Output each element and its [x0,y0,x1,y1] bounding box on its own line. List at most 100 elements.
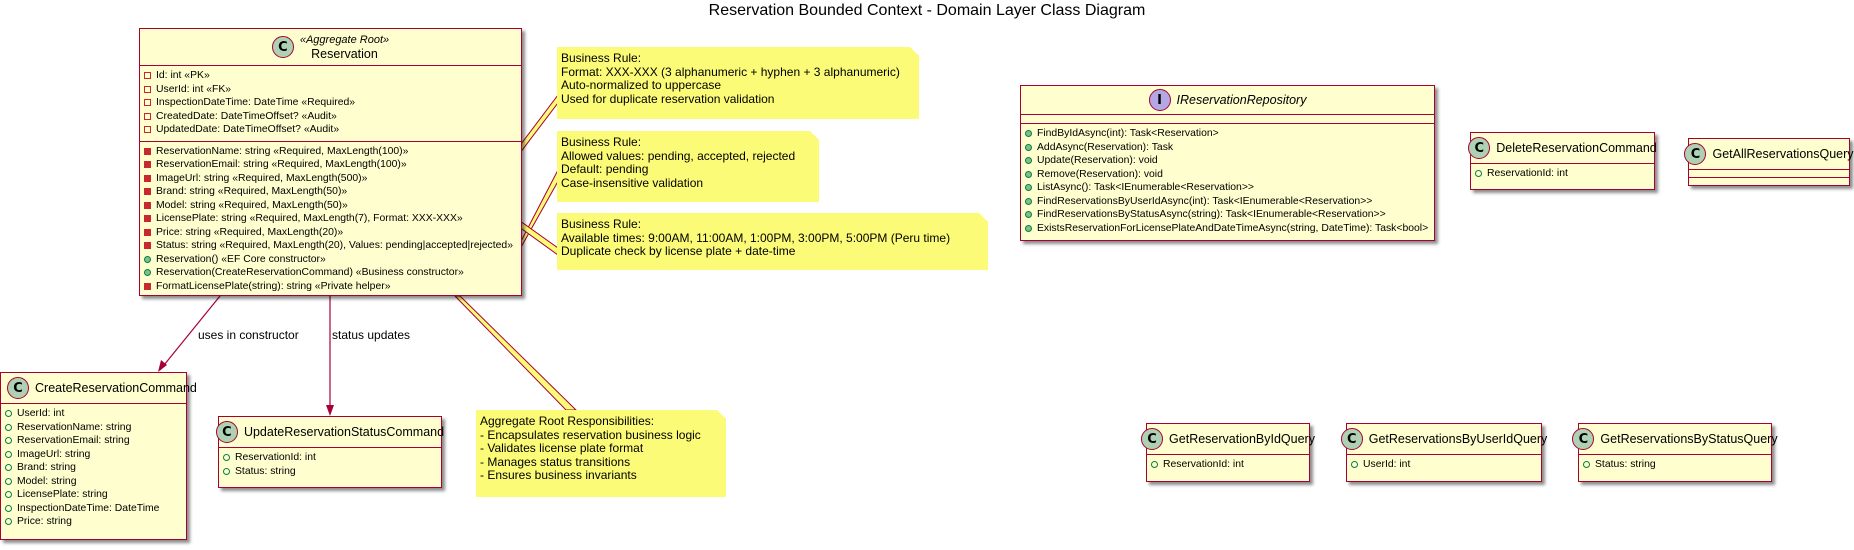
member-row: ImageUrl: string «Required, MaxLength(50… [144,172,517,186]
field-row: ReservationId: int [223,451,437,465]
class-icon: C [1468,137,1491,159]
delete-reservation-command-class[interactable]: C DeleteReservationCommand ReservationId… [1468,132,1657,190]
create-command-fields: UserId: int ReservationName: string Rese… [1,403,186,533]
get-reservations-by-status-query-class[interactable]: C GetReservationsByStatusQuery Status: s… [1572,423,1778,482]
get-reservation-by-id-query-class[interactable]: C GetReservationByIdQuery ReservationId:… [1141,423,1315,482]
class-icon: C [1141,428,1164,450]
repository-methods: FindByIdAsync(int): Task<Reservation> Ad… [1021,123,1434,239]
field-text: UserId: int «FK» [156,83,232,95]
get-by-user-query-name: GetReservationsByUserIdQuery [1368,432,1548,446]
repository-header: I IReservationRepository [1021,86,1434,114]
create-reservation-command-class[interactable]: C CreateReservationCommand UserId: int R… [0,372,197,540]
field-row: Price: string [5,515,182,529]
field-text: Model: string [17,475,77,487]
method-row: FindReservationsByUserIdAsync(int): Task… [1025,195,1430,209]
public-field-icon [5,437,12,445]
private-field-icon [144,126,151,134]
reservation-class[interactable]: C «Aggregate Root» Reservation Id: int «… [139,28,522,296]
delete-command-header: C DeleteReservationCommand [1468,133,1657,163]
class-icon: C [215,421,238,443]
reservation-repository-interface[interactable]: I IReservationRepository FindByIdAsync(i… [1020,85,1435,241]
public-method-icon [1025,211,1032,219]
get-all-reservations-query-class[interactable]: C GetAllReservationsQuery [1684,138,1854,186]
reservation-fields: Id: int «PK» UserId: int «FK» Inspection… [140,65,521,141]
get-all-query-name: GetAllReservationsQuery [1712,147,1854,161]
repository-fields [1021,114,1434,123]
public-method-icon [1025,130,1032,138]
private-field-icon [144,99,151,107]
get-reservations-by-user-id-query-class[interactable]: C GetReservationsByUserIdQuery UserId: i… [1340,423,1547,482]
private-member-icon [144,215,151,223]
public-field-icon [223,467,230,475]
private-member-icon [144,188,151,196]
note-status-rule: Business Rule: Allowed values: pending, … [557,131,819,202]
class-icon: C [271,36,294,58]
note-license-plate-rule: Business Rule: Format: XXX-XXX (3 alphan… [557,47,919,119]
field-row: LicensePlate: string [5,488,182,502]
public-field-icon [5,423,12,431]
member-text: Model: string «Required, MaxLength(50)» [156,199,348,211]
field-row: ReservationName: string [5,421,182,435]
note-line: Available times: 9:00AM, 11:00AM, 1:00PM… [561,230,951,245]
field-row: Brand: string [5,461,182,475]
note-line: Default: pending [561,162,649,176]
private-member-icon [144,201,151,209]
field-row: ReservationId: int [1151,458,1305,472]
member-row: Reservation() «EF Core constructor» [144,253,517,267]
delete-command-fields: ReservationId: int [1471,163,1654,185]
member-text: Status: string «Required, MaxLength(20),… [156,240,513,251]
public-field-icon [1151,461,1158,469]
private-member-icon [144,282,151,290]
method-text: ExistsReservationForLicensePlateAndDateT… [1037,222,1429,234]
public-field-icon [5,504,12,512]
field-row: UpdatedDate: DateTimeOffset? «Audit» [144,123,517,137]
member-text: Reservation(CreateReservationCommand) «B… [156,267,464,278]
diagram-title: Reservation Bounded Context - Domain Lay… [708,2,1146,19]
field-row: CreatedDate: DateTimeOffset? «Audit» [144,110,517,124]
method-row: Remove(Reservation): void [1025,168,1430,182]
reservation-header: C «Aggregate Root» Reservation [140,29,521,65]
method-row: ListAsync(): Task<IEnumerable<Reservatio… [1025,181,1430,195]
member-row: Reservation(CreateReservationCommand) «B… [144,266,517,280]
method-text: FindByIdAsync(int): Task<Reservation> [1037,128,1219,139]
edge-label-uses-in-constructor: uses in constructor [198,328,299,342]
note-aggregate-responsibilities: Aggregate Root Responsibilities: - Encap… [476,410,726,497]
field-row: ReservationId: int [1475,167,1650,181]
public-method-icon [1025,143,1032,151]
get-by-status-query-header: C GetReservationsByStatusQuery [1572,424,1778,454]
member-row: ReservationEmail: string «Required, MaxL… [144,158,517,172]
field-text: UpdatedDate: DateTimeOffset? «Audit» [156,124,340,135]
field-text: InspectionDateTime: DateTime [17,502,160,514]
field-text: ReservationEmail: string [17,435,130,446]
method-text: AddAsync(Reservation): Task [1037,141,1174,153]
update-reservation-status-command-class[interactable]: C UpdateReservationStatusCommand Reserva… [215,416,444,488]
member-row: Model: string «Required, MaxLength(50)» [144,199,517,213]
field-text: Id: int «PK» [156,70,210,81]
public-field-icon [223,454,230,462]
field-text: UserId: int [17,408,65,419]
public-field-icon [1583,461,1590,469]
member-text: FormatLicensePlate(string): string «Priv… [156,280,391,292]
public-method-icon [1025,224,1032,232]
field-row: Status: string [1583,458,1767,472]
field-text: LicensePlate: string [17,489,108,500]
note-line: Business Rule: [561,135,642,149]
private-member-icon [144,147,151,155]
edge-label-status-updates: status updates [332,328,411,342]
field-text: CreatedDate: DateTimeOffset? «Audit» [156,110,337,122]
note-line: Used for duplicate reservation validatio… [561,91,775,106]
field-text: ImageUrl: string [17,448,91,460]
member-text: LicensePlate: string «Required, MaxLengt… [156,213,463,224]
private-field-icon [144,72,151,80]
member-row: LicensePlate: string «Required, MaxLengt… [144,212,517,226]
method-row: FindReservationsByStatusAsync(string): T… [1025,208,1430,222]
field-text: Status: string [1595,459,1656,470]
private-member-icon [144,174,151,182]
public-field-icon [5,410,12,418]
note-line: Business Rule: [561,51,642,65]
class-icon: C [7,377,29,399]
public-method-icon [1025,170,1032,178]
note-line: Case-insensitive validation [561,175,704,190]
private-member-icon [144,161,151,169]
note-line: - Validates license plate format [480,441,644,455]
